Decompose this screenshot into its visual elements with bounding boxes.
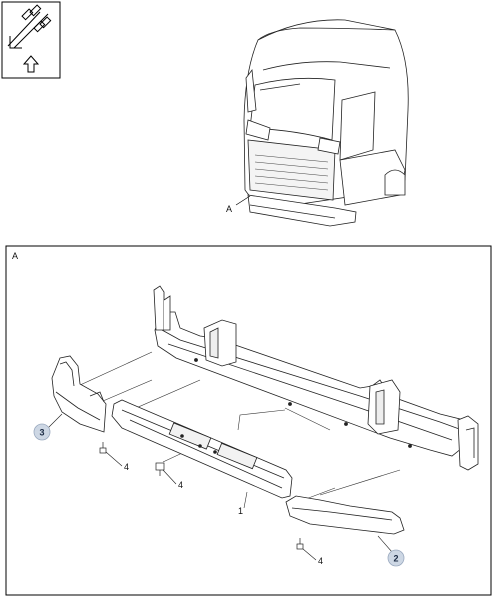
label-leaders: [45, 413, 393, 561]
label-bumper-center: 1: [238, 506, 243, 516]
reinforcement-beam: [153, 285, 479, 471]
callout-cover-left-text: 3: [40, 428, 45, 438]
end-cover-right: [285, 495, 405, 535]
screw-3: [296, 538, 304, 550]
truck-cab-illustration: [235, 19, 409, 227]
label-screw-2: 4: [178, 480, 183, 490]
callout-cover-right-text: 2: [394, 554, 399, 564]
detail-panel-label: A: [12, 251, 18, 261]
label-screw-1: 4: [124, 462, 129, 472]
callout-cover-right: 2: [387, 549, 405, 567]
orientation-icon: [1, 1, 61, 79]
screw-2: [155, 462, 165, 476]
view-label-top: A: [226, 204, 232, 214]
label-screw-3: 4: [318, 556, 323, 566]
bumper-center: [111, 399, 293, 499]
end-cover-left: [51, 355, 107, 433]
screw-1: [99, 442, 107, 454]
callout-cover-left: 3: [33, 423, 51, 441]
